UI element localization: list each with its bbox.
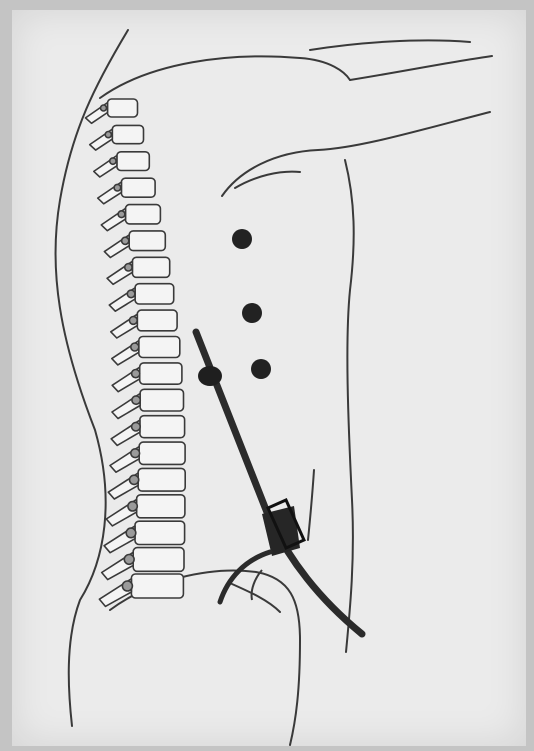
vertebra-body — [117, 152, 149, 171]
vertebra-body — [121, 178, 155, 197]
articular-process — [110, 158, 116, 164]
marked-points — [232, 229, 271, 379]
articular-process — [105, 132, 111, 138]
flank-tick — [308, 470, 314, 540]
vertebra-body — [137, 495, 185, 518]
articular-process — [114, 184, 121, 191]
articular-process — [132, 422, 141, 431]
upper-arm-top — [310, 40, 470, 50]
articular-process — [131, 449, 140, 458]
vertebra-body — [112, 125, 143, 143]
neck-shoulder-line — [100, 56, 350, 98]
vertebra-body — [131, 574, 183, 598]
articular-process — [125, 264, 132, 271]
vertebra-body — [139, 337, 180, 358]
catheter-tube — [220, 552, 270, 602]
vertebra-body — [132, 257, 169, 277]
instrument — [196, 332, 362, 634]
articular-process — [128, 502, 137, 511]
vertebra-body — [108, 99, 138, 117]
articular-process — [131, 343, 139, 351]
articular-process — [126, 528, 136, 538]
spine — [86, 99, 186, 606]
armpit-fold — [222, 112, 490, 196]
vertebra-body — [126, 205, 161, 224]
vertebra-body — [133, 548, 184, 572]
articular-process — [129, 317, 137, 325]
vertebra-body — [139, 442, 185, 464]
marker-dot — [242, 303, 262, 323]
articular-process — [127, 290, 135, 298]
articular-process — [132, 370, 140, 378]
side-contour — [345, 160, 354, 652]
vertebra-body — [135, 521, 185, 544]
vertebra-body — [140, 416, 185, 438]
articular-process — [118, 211, 125, 218]
articular-process — [101, 105, 107, 111]
articular-process — [124, 555, 134, 565]
vertebra-body — [140, 389, 183, 411]
vertebra-body — [138, 468, 185, 491]
vertebra-body — [135, 284, 174, 304]
instrument-collar — [198, 366, 222, 386]
marker-dot — [232, 229, 252, 249]
articular-process — [122, 581, 132, 591]
articular-process — [122, 237, 129, 244]
upper-arm-bottom — [350, 56, 492, 80]
hip-line — [232, 584, 280, 612]
vertebra-body — [140, 363, 182, 384]
vertebra-body — [137, 310, 177, 331]
marker-dot — [251, 359, 271, 379]
articular-process — [130, 475, 139, 484]
instrument-connector — [262, 506, 300, 556]
vertebra-body — [129, 231, 165, 251]
articular-process — [132, 396, 140, 404]
